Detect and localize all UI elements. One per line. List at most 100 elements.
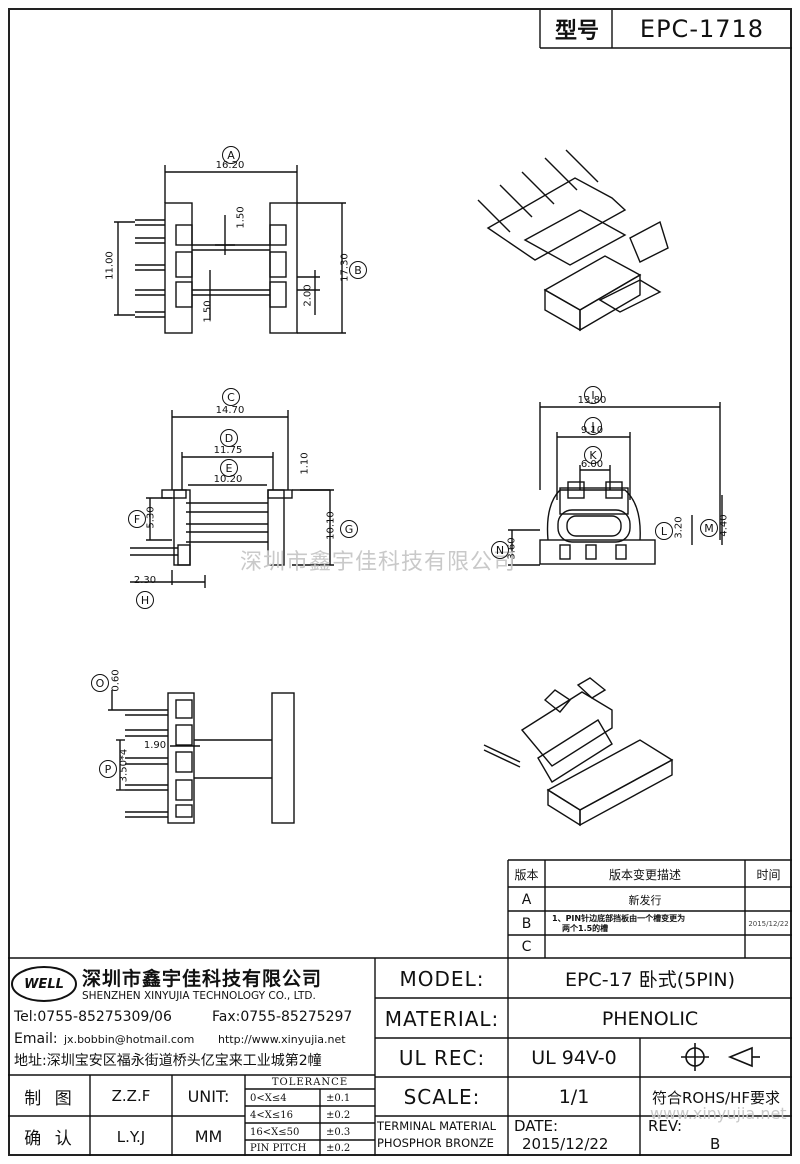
- view-bottom: [108, 690, 295, 824]
- model-value: EPC-17 卧式(5PIN): [565, 969, 735, 991]
- dim-label-G: G: [340, 520, 358, 538]
- rev-row-a-desc: 新发行: [628, 893, 662, 907]
- tolerance-value-1: ±0.2: [326, 1109, 351, 1121]
- dim-value: 0.60: [110, 669, 122, 692]
- scale-label: SCALE:: [403, 1085, 481, 1109]
- rev-header-desc: 版本变更描述: [608, 867, 681, 882]
- dim-label-P: P: [99, 760, 117, 778]
- dim-label-A: A: [222, 146, 240, 164]
- terminal-value: PHOSPHOR BRONZE: [377, 1136, 494, 1150]
- company-email-label: Email:: [14, 1031, 58, 1047]
- dim-label-N: N: [491, 541, 509, 559]
- dim-label-I: I: [584, 386, 602, 404]
- dim-value: 1.10: [299, 452, 311, 475]
- drawing-frame: [8, 8, 792, 1156]
- ulrec-label: UL REC:: [398, 1046, 486, 1070]
- rev-row-b-desc-1: 1、PIN针边底部挡板由一个槽变更为: [552, 914, 686, 923]
- ul-symbol-icons: [681, 1043, 760, 1071]
- dim-value: 5.30: [145, 506, 157, 529]
- company-name-cn: 深圳市鑫宇佳科技有限公司: [82, 968, 323, 990]
- view-side: [508, 402, 723, 566]
- dim-label-D: D: [220, 429, 238, 447]
- dim-value: 16.20: [215, 160, 245, 171]
- material-label: MATERIAL:: [384, 1006, 500, 1031]
- check-label: 确 认: [24, 1129, 76, 1149]
- rev-label: REV:: [648, 1117, 682, 1135]
- rev-row-b-date: 2015/12/22: [748, 919, 789, 928]
- terminal-label: TERMINAL MATERIAL: [377, 1119, 496, 1133]
- dim-value: 1.90: [143, 740, 167, 751]
- dim-value: 13.80: [577, 395, 607, 406]
- company-tel: Tel:0755-85275309/06: [14, 1009, 172, 1025]
- dim-label-H: H: [136, 591, 154, 609]
- dim-label-C: C: [222, 388, 240, 406]
- dim-value: 14.70: [215, 405, 245, 416]
- rev-row-b-desc-2: 两个1.5的槽: [562, 924, 609, 933]
- scale-value: 1/1: [558, 1086, 590, 1108]
- unit-value: MM: [194, 1127, 223, 1146]
- dim-value: 11.75: [213, 445, 243, 456]
- company-name-en: SHENZHEN XINYUJIA TECHNOLOGY CO., LTD.: [82, 990, 316, 1002]
- model-label: MODEL:: [399, 966, 485, 991]
- dim-value: 3.50*4: [118, 748, 130, 783]
- rev-row-c-rev: C: [521, 939, 532, 955]
- ulrec-value: UL 94V-0: [531, 1047, 617, 1069]
- tolerance-range-0: 0<X≤4: [250, 1092, 287, 1104]
- tolerance-value-2: ±0.3: [326, 1126, 351, 1138]
- dim-label-F: F: [128, 510, 146, 528]
- rev-header-date: 时间: [756, 867, 781, 882]
- dim-value: 11.00: [104, 251, 116, 280]
- company-web[interactable]: http://www.xinyujia.net: [218, 1033, 346, 1046]
- tolerance-range-1: 4<X≤16: [250, 1109, 293, 1121]
- unit-label: UNIT:: [187, 1086, 230, 1106]
- dim-value: 3.20: [673, 516, 685, 539]
- dim-value: 2.30: [133, 575, 157, 586]
- dim-value: 2.00: [302, 284, 314, 307]
- dim-label-B: B: [349, 261, 367, 279]
- view-iso-top: [477, 149, 669, 332]
- view-top: [114, 165, 346, 334]
- revision-table-lines: [507, 859, 792, 958]
- dim-value: 3.60: [506, 537, 518, 560]
- dim-label-L: L: [655, 522, 673, 540]
- company-address: 地址:深圳宝安区福永街道桥头亿宝来工业城第2幢: [14, 1053, 322, 1069]
- company-logo: WELL: [24, 976, 64, 992]
- model-value-header: EPC-1718: [639, 15, 765, 43]
- dim-label-K: K: [584, 446, 602, 464]
- view-front: [130, 410, 334, 588]
- dim-value: 9.10: [580, 425, 604, 436]
- dim-label-J: J: [584, 417, 602, 435]
- tolerance-range-2: 16<X≤50: [250, 1126, 300, 1138]
- company-email[interactable]: jx.bobbin@hotmail.com: [64, 1033, 195, 1046]
- tolerance-value-0: ±0.1: [326, 1092, 351, 1104]
- dim-value: 6.00: [580, 459, 604, 470]
- rev-header-version: 版本: [514, 867, 539, 882]
- date-label: DATE:: [514, 1117, 559, 1135]
- company-fax: Fax:0755-85275297: [212, 1009, 353, 1025]
- tolerance-range-3: PIN PITCH: [250, 1143, 307, 1154]
- dim-label-O: O: [91, 674, 109, 692]
- dim-value: 1.50: [202, 300, 214, 323]
- dim-value: 4.40: [718, 514, 730, 537]
- dim-value: 10.20: [213, 474, 243, 485]
- watermark-center: 深圳市鑫宇佳科技有限公司: [240, 550, 517, 575]
- drawn-label: 制 图: [24, 1088, 76, 1109]
- dim-value: 10.10: [325, 511, 337, 540]
- date-value: 2015/12/22: [522, 1135, 609, 1153]
- dim-value: 1.50: [235, 206, 247, 229]
- dim-label-E: E: [220, 459, 238, 477]
- title-block-lines: [8, 957, 792, 1156]
- tolerance-title: TOLERANCE: [271, 1076, 349, 1088]
- drawn-by: Z.Z.F: [111, 1087, 151, 1105]
- tolerance-value-3: ±0.2: [326, 1143, 351, 1154]
- rev-row-b-rev: B: [521, 915, 532, 932]
- watermark-url: www.xinyujia.net: [650, 1104, 787, 1123]
- rev-value: B: [710, 1135, 721, 1153]
- rohs-text: 符合ROHS/HF要求: [652, 1088, 780, 1107]
- check-by: L.Y.J: [116, 1127, 146, 1146]
- model-label-header: 型号: [554, 19, 599, 44]
- view-iso-bottom: [483, 677, 674, 827]
- dim-label-M: M: [700, 519, 718, 537]
- rev-row-a-rev: A: [521, 891, 532, 908]
